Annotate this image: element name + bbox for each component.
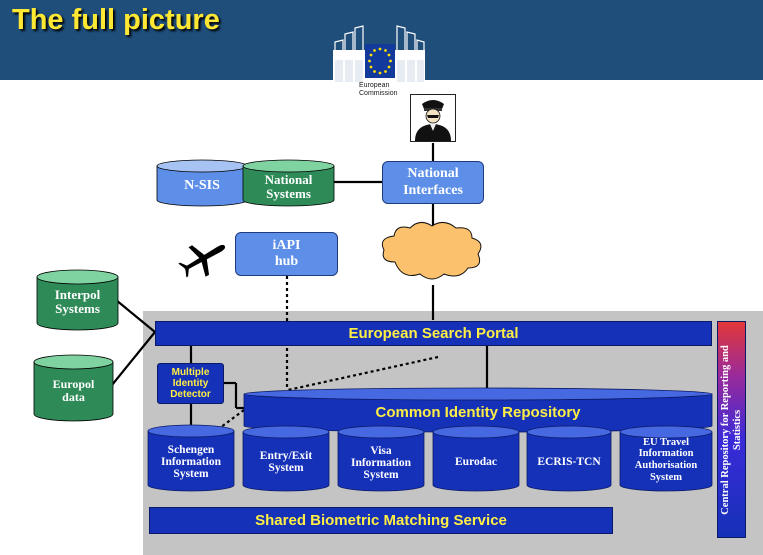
- airplane-icon: [178, 244, 226, 278]
- n-sis-label: N-SIS: [184, 177, 220, 193]
- central-repository-reporting-statistics-bar: Central Repository for Reporting and Sta…: [717, 321, 746, 538]
- visa-information-system-cylinder: Visa Information System: [337, 425, 425, 492]
- interpol-systems-cylinder: Interpol Systems: [36, 269, 119, 331]
- label-line: Information: [160, 455, 222, 468]
- label-line: System: [649, 471, 683, 483]
- crrs-label: Central Repository for Reporting and Sta…: [720, 345, 743, 515]
- ees-label: Entry/Exit System: [243, 440, 329, 484]
- eurodac-label: Eurodac: [455, 455, 497, 468]
- interpol-systems-label: Interpol Systems: [37, 283, 118, 321]
- label-line: Authorisation: [634, 460, 698, 471]
- europol-data-cylinder: Europol data: [33, 354, 114, 422]
- national-systems-label: National Systems: [243, 169, 334, 205]
- label-line: Systems: [55, 301, 100, 316]
- european-search-portal-bar: European Search Portal: [155, 321, 712, 346]
- common-identity-repository-cylinder: Common Identity Repository: [243, 387, 713, 433]
- label-line: EU Travel: [643, 436, 689, 448]
- national-systems-cylinder: National Systems: [242, 159, 335, 207]
- eu-commission-logo-text: European Commission: [359, 82, 398, 98]
- label-line: System: [268, 462, 304, 474]
- label-line: Identity: [172, 378, 209, 389]
- ecris-tcn-label: ECRIS-TCN: [537, 455, 601, 468]
- label-line: System: [173, 468, 209, 481]
- cloud-icon: [381, 222, 482, 280]
- label-line: Interpol: [54, 287, 101, 303]
- shared-biometric-matching-service-bar: Shared Biometric Matching Service: [149, 507, 613, 534]
- label-line: data: [62, 390, 85, 404]
- label-line: Europol: [52, 377, 95, 392]
- vis-label: Visa Information System: [338, 440, 424, 486]
- common-identity-repository-label: Common Identity Repository: [375, 404, 581, 422]
- label-line: Systems: [266, 186, 311, 201]
- europol-data-label: Europol data: [34, 371, 113, 411]
- logo-line-2: Commission: [359, 90, 398, 97]
- national-interfaces-box: National Interfaces: [382, 161, 484, 204]
- ecris-tcn-cylinder: ECRIS-TCN: [526, 425, 612, 492]
- multiple-identity-detector-box: Multiple Identity Detector: [157, 363, 224, 404]
- etias-cylinder: EU Travel Information Authorisation Syst…: [619, 425, 713, 492]
- label-line: Information: [638, 448, 694, 460]
- label-line: Interfaces: [403, 182, 463, 198]
- logo-line-1: European: [359, 82, 390, 89]
- label-line: National: [264, 172, 313, 188]
- eurodac-cylinder: Eurodac: [432, 425, 520, 492]
- page-title: The full picture: [12, 4, 220, 36]
- entry-exit-system-cylinder: Entry/Exit System: [242, 425, 330, 492]
- label-line: Multiple: [171, 367, 210, 378]
- sis-label: Schengen Information System: [148, 439, 234, 485]
- police-officer-icon: [410, 94, 456, 142]
- n-sis-cylinder: N-SIS: [156, 159, 248, 207]
- schengen-information-system-cylinder: Schengen Information System: [147, 424, 235, 492]
- label-line: hub: [274, 254, 299, 269]
- iapi-hub-box: iAPI hub: [235, 232, 338, 276]
- label-line: Detector: [170, 389, 211, 400]
- label-line: System: [363, 469, 399, 482]
- etias-label: EU Travel Information Authorisation Syst…: [620, 432, 712, 488]
- label-line: Entry/Exit: [259, 449, 313, 462]
- label-line: National: [407, 166, 459, 182]
- eu-commission-logo: [333, 20, 425, 106]
- label-line: Visa: [370, 444, 392, 457]
- label-line: Schengen: [167, 443, 215, 456]
- label-line: Information: [350, 456, 412, 469]
- label-line: iAPI: [272, 237, 301, 253]
